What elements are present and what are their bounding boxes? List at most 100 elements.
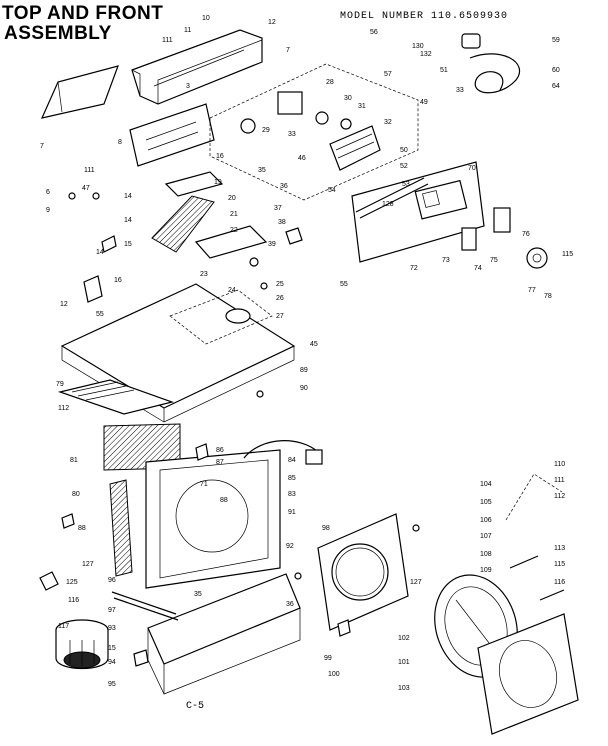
hinge-parts — [505, 473, 565, 601]
side-strip — [109, 479, 133, 577]
callout-89: 93 — [108, 625, 116, 632]
motor-part — [55, 619, 109, 669]
callout-54: 56 — [370, 29, 378, 36]
callout-87: 91 — [288, 509, 296, 516]
page-title: TOP AND FRONT — [2, 3, 164, 24]
callout-27: 27 — [276, 313, 284, 320]
front-frame — [145, 449, 281, 589]
callout-29: 29 — [262, 127, 270, 134]
callout-72: 76 — [522, 231, 530, 238]
callout-111: 116 — [554, 579, 565, 586]
callout-71: 75 — [490, 257, 498, 264]
callout-109: 113 — [554, 545, 565, 552]
callout-53: 55 — [340, 281, 348, 288]
callout-98: 102 — [398, 635, 410, 642]
callout-15: 15 — [124, 241, 132, 248]
callout-75: 79 — [56, 381, 64, 388]
callout-47: 49 — [420, 99, 428, 106]
callout-79: 83 — [288, 491, 296, 498]
console-panel — [129, 103, 215, 167]
callout-58: 60 — [552, 67, 560, 74]
callout-labels: 10 12 111 11 3 7 7 8 16 56 130 132 57 28… — [40, 15, 573, 692]
door-frame — [317, 513, 409, 631]
filter-plates — [164, 171, 268, 259]
callout-23: 23 — [200, 271, 208, 278]
callout-103: 107 — [480, 533, 492, 540]
callout-76: 80 — [72, 491, 80, 498]
callout-49: 51 — [440, 67, 448, 74]
callout-52: 54 — [328, 187, 336, 194]
callout-33b: 33 — [456, 87, 464, 94]
callout-45: 47 — [82, 185, 90, 192]
callout-10: 10 — [202, 15, 210, 22]
knob-parts — [461, 207, 548, 269]
callout-48: 50 — [400, 147, 408, 154]
callout-93: 97 — [108, 607, 116, 614]
callout-74: 78 — [544, 293, 552, 300]
callout-95: 99 — [324, 655, 332, 662]
callout-126: 127 — [410, 579, 422, 586]
callout-117b: 127 — [82, 561, 94, 568]
callout-13c: 14 — [96, 249, 104, 256]
callout-35b: 35 — [194, 591, 202, 598]
page-number: C-5 — [186, 701, 205, 712]
callout-33: 33 — [288, 131, 296, 138]
callout-92: 96 — [108, 577, 116, 584]
control-panel-right — [351, 161, 485, 263]
callout-84b: 88 — [78, 525, 86, 532]
callout-51: 53 — [402, 181, 410, 188]
callout-105: 109 — [480, 567, 492, 574]
callout-9: 9 — [46, 207, 50, 214]
callout-107: 111 — [554, 477, 565, 484]
callout-12b: 12 — [60, 301, 68, 308]
callout-127: 128 — [382, 201, 394, 208]
callout-80: 84 — [288, 457, 296, 464]
callout-102: 106 — [480, 517, 492, 524]
callout-88: 92 — [286, 543, 294, 550]
callout-117: 117 — [58, 623, 69, 630]
wire-harness — [243, 440, 323, 465]
hinge-rod — [111, 591, 179, 621]
callout-7b: 7 — [40, 143, 44, 150]
callout-20: 20 — [228, 195, 236, 202]
model-number: MODEL NUMBER 110.6509930 — [340, 11, 509, 22]
callout-35: 35 — [258, 167, 266, 174]
callout-6: 6 — [46, 189, 50, 196]
callout-55: 57 — [384, 71, 392, 78]
callout-30: 30 — [344, 95, 352, 102]
callout-16: 16 — [216, 153, 224, 160]
callout-130: 132 — [420, 51, 432, 58]
callout-94: 98 — [322, 525, 330, 532]
louver-panel — [151, 195, 215, 253]
callout-84: 88 — [220, 497, 228, 504]
callout-24: 24 — [228, 287, 236, 294]
page-subtitle: ASSEMBLY — [4, 23, 112, 44]
control-panel-top — [131, 29, 263, 105]
front-strip — [57, 379, 175, 415]
callout-100: 104 — [480, 481, 492, 488]
callout-22: 22 — [230, 227, 238, 234]
callout-36: 36 — [280, 183, 288, 190]
callout-129: 130 — [412, 43, 424, 50]
callout-81: 85 — [288, 475, 296, 482]
callout-99: 103 — [398, 685, 410, 692]
small-parts — [61, 192, 420, 667]
door-panel — [477, 613, 579, 735]
callout-12: 12 — [268, 19, 276, 26]
callout-106: 110 — [554, 461, 565, 468]
callout-70: 74 — [474, 265, 482, 272]
callout-31: 31 — [358, 103, 366, 110]
timer-assembly-group — [209, 63, 419, 201]
callout-3: 3 — [186, 83, 190, 90]
callout-32: 32 — [384, 119, 392, 126]
callout-28: 28 — [326, 79, 334, 86]
callout-8: 8 — [118, 139, 122, 146]
callout-67: 71 — [200, 481, 208, 488]
callout-91: 95 — [108, 681, 116, 688]
callout-115: 115 — [562, 251, 573, 258]
callout-83: 87 — [216, 459, 224, 466]
callout-97: 101 — [398, 659, 410, 666]
callout-43: 46 — [298, 155, 306, 162]
callout-65: 70 — [468, 165, 476, 172]
